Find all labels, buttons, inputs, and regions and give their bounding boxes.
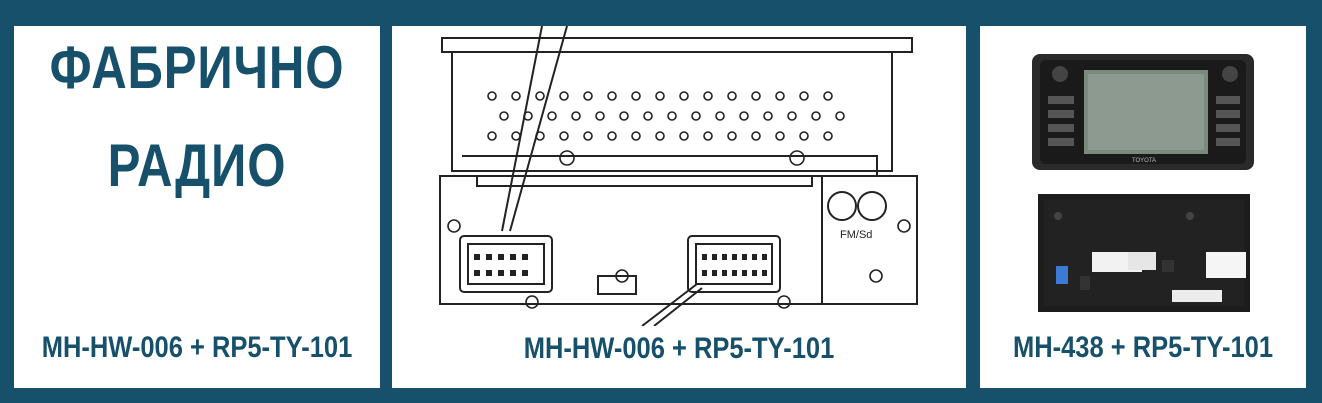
heading-line-1: ФАБРИЧНО bbox=[49, 34, 345, 101]
head-unit-rear-photo bbox=[1038, 194, 1250, 312]
panel-factory-radio: ФАБРИЧНО РАДИО MH-HW-006 + RP5-TY-101 bbox=[14, 26, 380, 388]
head-unit-front-photo: TOYOTA bbox=[1032, 54, 1254, 170]
caption-right: MH-438 + RP5-TY-101 bbox=[1012, 331, 1274, 364]
heading-line-2: РАДИО bbox=[107, 132, 287, 199]
panel-connector-diagram: FM/Sd MH-HW-006 + RP5-TY-101 bbox=[392, 26, 966, 388]
diagram-label: FM/Sd bbox=[840, 229, 872, 241]
radio-connector-diagram: FM/Sd bbox=[439, 26, 918, 326]
caption-center: MH-HW-006 + RP5-TY-101 bbox=[523, 332, 835, 365]
caption-left: MH-HW-006 + RP5-TY-101 bbox=[41, 331, 353, 364]
brand-label: TOYOTA bbox=[1132, 158, 1156, 164]
panel-head-unit-photo: TOYOTA MH-438 + RP5-TY-101 bbox=[980, 26, 1306, 388]
